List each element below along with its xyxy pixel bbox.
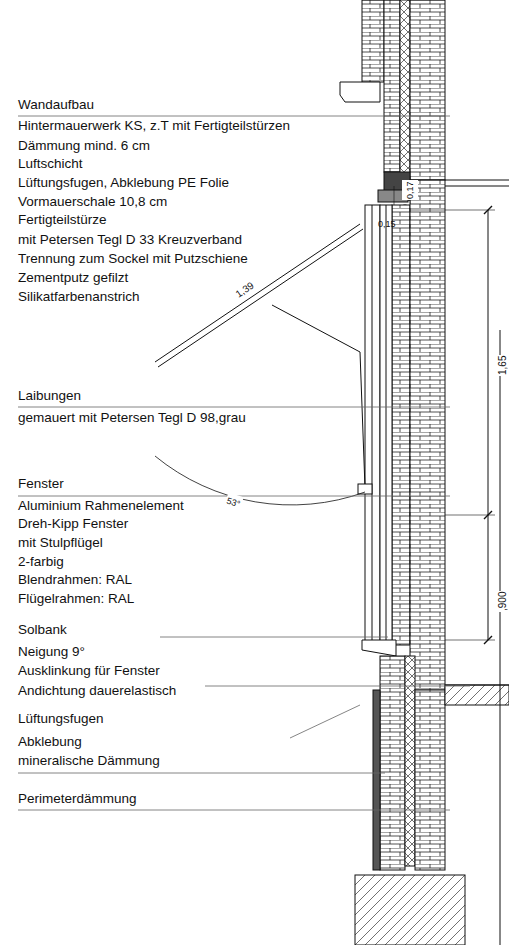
dimension-label: ,900 [495,591,509,612]
note-text: Trennung zum Sockel mit Putzschiene [18,251,248,267]
note-text: Lüftungsfugen, Abklebung PE Folie [18,175,229,191]
note-text: Solbank [18,622,67,638]
note-text: Flügelrahmen: RAL [18,591,134,607]
note-text: 2-farbig [18,554,64,570]
dimension-label: 1,65 [495,355,509,376]
note-text: Andichtung dauerelastisch [18,683,176,699]
note-text: Silikatfarbenanstrich [18,289,140,305]
note-text: Neigung 9° [18,644,85,660]
note-text: gemauert mit Petersen Tegl D 98,grau [18,410,246,426]
note-text: Lüftungsfugen [18,711,104,727]
note-text: Laibungen [18,388,81,404]
note-text: Wandaufbau [18,97,94,113]
note-text: mit Petersen Tegl D 33 Kreuzverband [18,232,242,248]
dimension-label: 53° [224,492,244,512]
note-text: Dreh-Kipp Fenster [18,516,128,532]
note-text: Zementputz gefilzt [18,270,128,286]
note-text: Abklebung [18,734,82,750]
dimension-label: 1,39 [232,277,259,302]
dimension-label: 0,15 [378,216,396,232]
note-text: Fenster [18,476,64,492]
note-text: Perimeterdämmung [18,791,137,807]
note-text: Aluminium Rahmenelement [18,498,184,514]
note-text: mit Stulpflügel [18,535,103,551]
note-text: Luftschicht [18,156,83,172]
note-text: Fertigteilstürze [18,212,107,228]
note-text: Blendrahmen: RAL [18,572,132,588]
dimension-label: 0,17 [402,180,418,200]
note-text: Dämmung mind. 6 cm [18,138,150,154]
note-text: mineralische Dämmung [18,753,160,769]
note-text: Hintermauerwerk KS, z.T mit Fertigteilst… [18,118,290,134]
note-text: Vormauerschale 10,8 cm [18,194,167,210]
note-text: Ausklinkung für Fenster [18,663,160,679]
